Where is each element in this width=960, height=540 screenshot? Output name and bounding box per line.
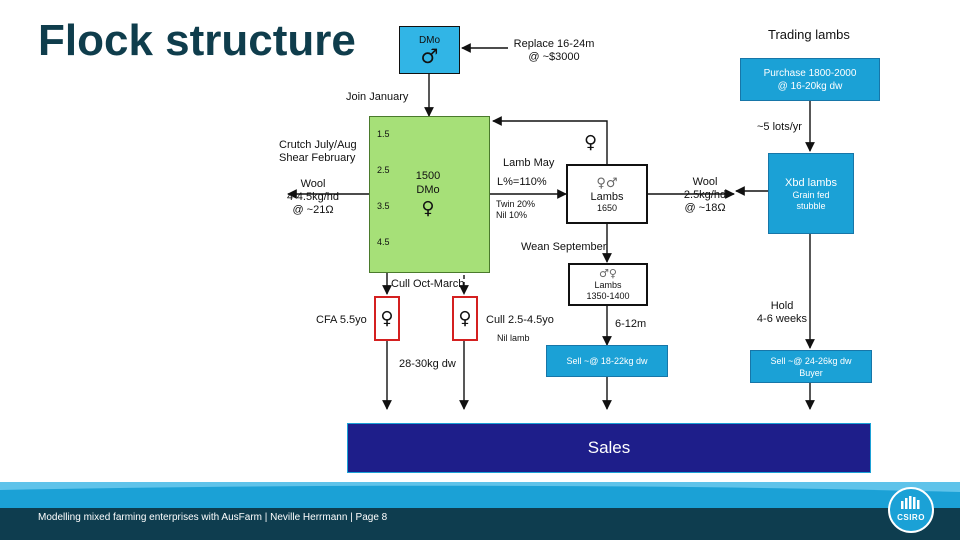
weaned-label: Lambs <box>594 279 622 290</box>
replace-label: Replace 16-24m @ ~$3000 <box>508 38 600 64</box>
shear-label: Shear February <box>279 152 356 164</box>
footer-text: Modelling mixed farming enterprises with… <box>38 512 388 523</box>
sales-box: Sales <box>347 423 871 473</box>
wool-right-rate: 2.5kg/hd <box>683 189 727 201</box>
xbd-lambs-box: Xbd lambs Grain fed stubble <box>768 153 854 234</box>
wool-right-micron: @ ~18Ω <box>684 202 726 214</box>
female-icon-cull: ♀ <box>458 308 472 329</box>
nil-lamb-label: Nil lamb <box>497 333 530 343</box>
wool-left-rate: 4-4.5kg/hd <box>287 191 339 203</box>
marking-rate-label: L%=110% <box>497 176 547 188</box>
purchase-box: Purchase 1800-2000 @ 16-20kg dw <box>740 58 880 101</box>
flock-count: 1500 <box>415 170 441 182</box>
lots-label: ~5 lots/yr <box>757 121 802 133</box>
footer-band <box>0 482 960 540</box>
join-label: Join January <box>346 91 409 103</box>
wool-left-label: Wool 4-4.5kg/hd @ ~21Ω <box>279 178 347 217</box>
breeding-flock-box: 1.5 2.5 3.5 4.5 1500 DMo ♀ <box>369 116 490 273</box>
crutch-label: Crutch July/Aug <box>279 139 357 151</box>
female-icon-replacement: ♀ <box>584 132 598 153</box>
cfa-ewes-box: ♀ <box>374 296 400 341</box>
xbd-feed: Grain fed <box>792 189 830 200</box>
twin-label: Twin 20% <box>496 199 536 209</box>
ram-box: DMo ♂ <box>399 26 460 74</box>
sell-trading-weight: Sell ~@ 24-26kg dw <box>770 355 852 366</box>
age-range-label: 6-12m <box>615 318 647 330</box>
page-title: Flock structure <box>38 16 356 65</box>
male-icon: ♂ <box>420 43 439 68</box>
cull-weight-label: 28-30kg dw <box>399 358 456 370</box>
hold-duration: 4-6 weeks <box>756 313 808 325</box>
replace-label-line1: Replace 16-24m <box>513 38 595 50</box>
flock-label: DMo <box>416 184 440 196</box>
cull-period-label: Cull Oct-March <box>391 278 465 290</box>
replace-label-line2: @ ~$3000 <box>528 51 580 63</box>
hold-label: Hold 4-6 weeks <box>754 300 810 326</box>
twin-nil-label: Twin 20% Nil 10% <box>496 199 535 221</box>
female-icon-cfa: ♀ <box>380 308 394 329</box>
wool-left-title: Wool <box>300 178 326 190</box>
age-3: 3.5 <box>377 201 390 211</box>
arrow-replacement-ewes <box>492 116 608 164</box>
wean-label: Wean September <box>521 241 607 253</box>
xbd-title: Xbd lambs <box>785 176 837 189</box>
cull-age-label: Cull 2.5-4.5yo <box>486 314 554 326</box>
age-2: 2.5 <box>377 165 390 175</box>
cull-ewes-box: ♀ <box>452 296 478 341</box>
lambs-sex-icon: ♀♂ <box>596 175 618 191</box>
weaned-sex-icon: ♂♀ <box>599 266 617 280</box>
age-1: 1.5 <box>377 129 390 139</box>
wool-right-label: Wool 2.5kg/hd @ ~18Ω <box>676 176 734 215</box>
crutch-shear-label: Crutch July/Aug Shear February <box>279 139 357 165</box>
nil-label: Nil 10% <box>496 210 528 220</box>
lambs-label: Lambs <box>590 190 624 203</box>
sell-trading-buyer: Buyer <box>799 367 823 378</box>
weaned-count: 1350-1400 <box>586 290 630 301</box>
sell-lambs-box: Sell ~@ 18-22kg dw <box>546 345 668 377</box>
lambs-box: ♀♂ Lambs 1650 <box>566 164 648 224</box>
logo-text: CSIRO <box>897 513 925 522</box>
wool-left-micron: @ ~21Ω <box>292 204 334 216</box>
purchase-weight: @ 16-20kg dw <box>777 80 843 92</box>
logo-bars-icon <box>901 496 920 509</box>
trading-heading: Trading lambs <box>768 27 850 42</box>
lamb-may-label: Lamb May <box>503 157 555 169</box>
ram-label: DMo <box>418 34 441 46</box>
wool-right-title: Wool <box>692 176 718 188</box>
xbd-stubble: stubble <box>796 200 826 211</box>
cfa-label: CFA 5.5yo <box>316 314 367 326</box>
sell-trading-box: Sell ~@ 24-26kg dw Buyer <box>750 350 872 383</box>
lambs-count: 1650 <box>596 202 618 213</box>
purchase-count: Purchase 1800-2000 <box>763 67 857 79</box>
hold-title: Hold <box>770 300 794 312</box>
weaned-lambs-box: ♂♀ Lambs 1350-1400 <box>568 263 648 306</box>
age-4: 4.5 <box>377 237 390 247</box>
csiro-logo: CSIRO <box>888 487 934 533</box>
female-icon-flock: ♀ <box>421 198 435 219</box>
